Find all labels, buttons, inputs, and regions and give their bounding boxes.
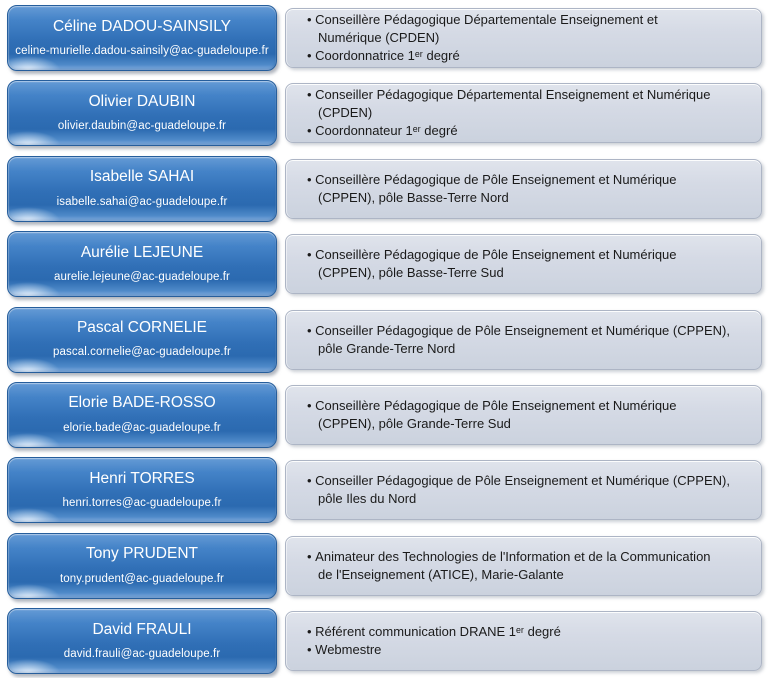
role-item: Conseiller Pédagogique Départemental Ens… xyxy=(307,86,710,122)
role-list: Conseillère Pédagogique de Pôle Enseigne… xyxy=(307,397,676,433)
person-email: olivier.daubin@ac-guadeloupe.fr xyxy=(57,120,227,133)
role-list: Conseillère Pédagogique Départementale E… xyxy=(307,11,658,65)
role-item: Coordonnateur 1ᵉʳ degré xyxy=(307,122,710,140)
name-box: Olivier DAUBIN olivier.daubin@ac-guadelo… xyxy=(7,80,277,147)
name-box: Tony PRUDENT tony.prudent@ac-guadeloupe.… xyxy=(7,532,277,599)
role-box: Conseillère Pédagogique Départementale E… xyxy=(285,8,762,68)
role-item: Conseiller Pédagogique de Pôle Enseignem… xyxy=(307,472,730,508)
role-box: Référent communication DRANE 1ᵉʳ degré W… xyxy=(285,611,762,671)
person-row: Elorie BADE-ROSSO elorie.bade@ac-guadelo… xyxy=(7,381,762,448)
role-box: Conseillère Pédagogique de Pôle Enseigne… xyxy=(285,158,762,219)
role-item: Conseiller Pédagogique de Pôle Enseignem… xyxy=(307,322,730,358)
person-email: isabelle.sahai@ac-guadeloupe.fr xyxy=(56,195,228,208)
name-box: David FRAULI david.frauli@ac-guadeloupe.… xyxy=(7,608,277,674)
role-item: Coordonnatrice 1ᵉʳ degré xyxy=(307,47,658,65)
person-row: Céline DADOU-SAINSILY celine-murielle.da… xyxy=(7,5,762,71)
role-box: Conseillère Pédagogique de Pôle Enseigne… xyxy=(285,234,762,295)
role-box: Conseiller Pédagogique de Pôle Enseignem… xyxy=(285,309,762,370)
person-name: Olivier DAUBIN xyxy=(88,92,196,110)
role-list: Référent communication DRANE 1ᵉʳ degré W… xyxy=(307,623,561,659)
role-box: Conseiller Pédagogique de Pôle Enseignem… xyxy=(285,460,762,521)
person-email: david.frauli@ac-guadeloupe.fr xyxy=(63,647,221,660)
role-list: Animateur des Technologies de l'Informat… xyxy=(307,548,710,584)
name-box: Henri TORRES henri.torres@ac-guadeloupe.… xyxy=(7,457,277,524)
role-box: Conseiller Pédagogique Départemental Ens… xyxy=(285,83,762,144)
person-name: Céline DADOU-SAINSILY xyxy=(52,17,231,35)
role-box: Conseillère Pédagogique de Pôle Enseigne… xyxy=(285,384,762,445)
role-box: Animateur des Technologies de l'Informat… xyxy=(285,535,762,596)
role-item: Conseillère Pédagogique de Pôle Enseigne… xyxy=(307,397,676,433)
person-row: Olivier DAUBIN olivier.daubin@ac-guadelo… xyxy=(7,80,762,147)
name-box: Aurélie LEJEUNE aurelie.lejeune@ac-guade… xyxy=(7,231,277,298)
person-email: aurelie.lejeune@ac-guadeloupe.fr xyxy=(54,271,230,283)
person-name: Tony PRUDENT xyxy=(86,545,198,563)
person-email: henri.torres@ac-guadeloupe.fr xyxy=(62,497,222,510)
role-item: Animateur des Technologies de l'Informat… xyxy=(307,548,710,584)
role-item: Référent communication DRANE 1ᵉʳ degré xyxy=(307,623,561,641)
person-email: celine-murielle.dadou-sainsily@ac-guadel… xyxy=(15,44,269,57)
person-email: tony.prudent@ac-guadeloupe.fr xyxy=(60,572,224,585)
role-list: Conseillère Pédagogique de Pôle Enseigne… xyxy=(307,246,676,282)
person-name: Elorie BADE-ROSSO xyxy=(68,394,216,412)
person-row: Henri TORRES henri.torres@ac-guadeloupe.… xyxy=(7,457,762,524)
role-item: Conseillère Pédagogique de Pôle Enseigne… xyxy=(307,246,676,282)
person-row: Aurélie LEJEUNE aurelie.lejeune@ac-guade… xyxy=(7,231,762,298)
person-row: Tony PRUDENT tony.prudent@ac-guadeloupe.… xyxy=(7,532,762,599)
name-box: Isabelle SAHAI isabelle.sahai@ac-guadelo… xyxy=(7,155,277,222)
person-row: David FRAULI david.frauli@ac-guadeloupe.… xyxy=(7,608,762,674)
person-email: elorie.bade@ac-guadeloupe.fr xyxy=(63,421,221,434)
name-box: Elorie BADE-ROSSO elorie.bade@ac-guadelo… xyxy=(7,381,277,448)
name-box: Pascal CORNELIE pascal.cornelie@ac-guade… xyxy=(7,306,277,373)
person-name: Henri TORRES xyxy=(89,469,195,487)
person-row: Pascal CORNELIE pascal.cornelie@ac-guade… xyxy=(7,306,762,373)
name-box: Céline DADOU-SAINSILY celine-murielle.da… xyxy=(7,5,277,71)
role-item: Conseillère Pédagogique de Pôle Enseigne… xyxy=(307,171,676,207)
person-name: Pascal CORNELIE xyxy=(76,319,208,337)
person-row: Isabelle SAHAI isabelle.sahai@ac-guadelo… xyxy=(7,155,762,222)
person-name: Aurélie LEJEUNE xyxy=(80,243,204,261)
person-name: Isabelle SAHAI xyxy=(89,168,195,186)
role-list: Conseiller Pédagogique Départemental Ens… xyxy=(307,86,710,140)
person-email: pascal.cornelie@ac-guadeloupe.fr xyxy=(53,346,231,359)
role-list: Conseillère Pédagogique de Pôle Enseigne… xyxy=(307,171,676,207)
role-list: Conseiller Pédagogique de Pôle Enseignem… xyxy=(307,472,730,508)
person-name: David FRAULI xyxy=(92,620,192,638)
role-item: Conseillère Pédagogique Départementale E… xyxy=(307,11,658,47)
role-list: Conseiller Pédagogique de Pôle Enseignem… xyxy=(307,322,730,358)
role-item: Webmestre xyxy=(307,641,561,659)
